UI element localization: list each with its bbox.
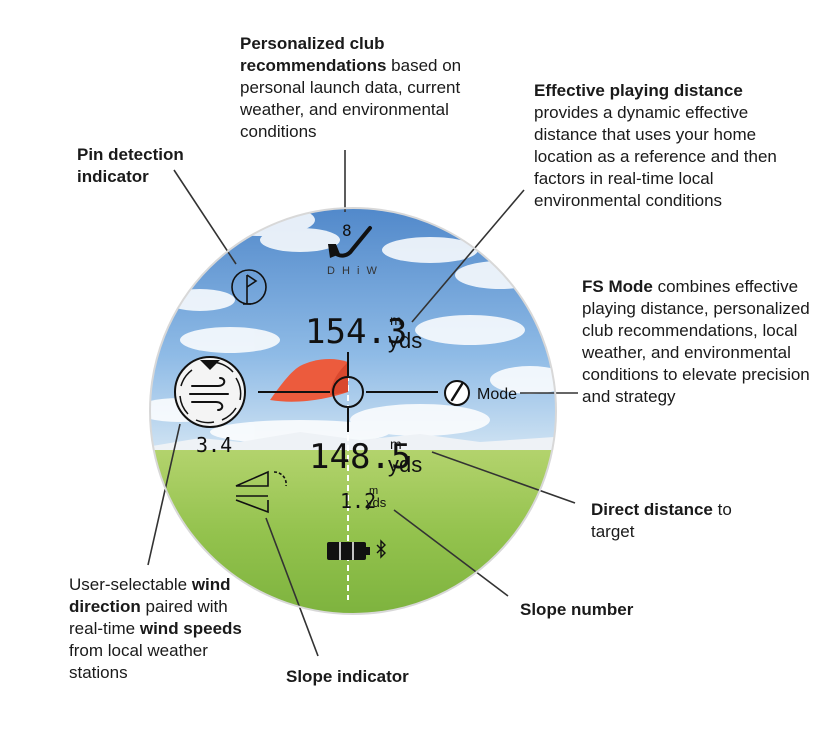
club-letters: D H i W <box>327 265 379 277</box>
callout-lines <box>147 150 578 657</box>
effective-unit-m: m <box>390 312 402 328</box>
callout-slope-indicator: Slope indicator <box>286 667 409 686</box>
fs-mode-icon <box>444 380 470 406</box>
slope-icon <box>235 470 287 514</box>
slope-value: 1.2 <box>340 489 376 513</box>
scope-rim <box>149 207 557 615</box>
slope-unit-m: m <box>369 485 378 497</box>
callout-direct-distance: Direct distance to target <box>591 500 732 541</box>
direct-unit-yds: yds <box>388 452 422 477</box>
battery-icon <box>327 542 370 560</box>
pin-flag-icon <box>231 269 267 305</box>
crosshair-icon <box>258 352 438 432</box>
effective-distance-value: 154.3 <box>305 312 407 352</box>
callout-wind-direction: User-selectable wind direction paired wi… <box>69 575 242 682</box>
golf-club-icon: 8 D H i W <box>327 221 379 277</box>
club-digit: 8 <box>342 221 352 240</box>
slope-unit-yds: yds <box>366 495 387 510</box>
callout-club-recommendations: Personalized club recommendations based … <box>240 34 462 141</box>
direct-distance-value: 148.5 <box>309 437 411 477</box>
direct-unit-m: m <box>390 436 402 452</box>
mode-label: Mode <box>477 386 517 403</box>
callout-fs-mode: FS Mode combines effective playing dista… <box>582 277 810 406</box>
callout-effective-distance: Effective playing distance provides a dy… <box>534 81 777 210</box>
callout-slope-number: Slope number <box>520 600 634 619</box>
bluetooth-icon <box>376 539 386 559</box>
wind-compass-icon <box>174 356 246 428</box>
effective-unit-yds: yds <box>388 328 422 353</box>
callout-pin-detection: Pin detection indicator <box>77 145 184 186</box>
wind-speed-value: 3.4 <box>196 433 232 457</box>
